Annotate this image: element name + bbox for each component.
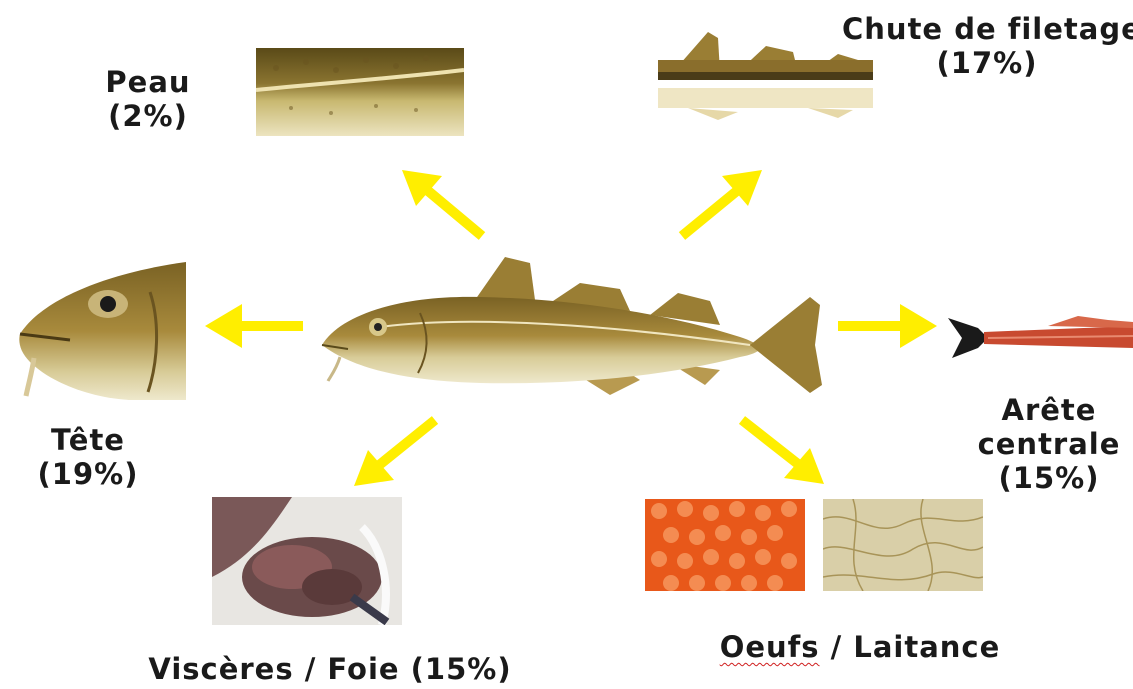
label-skin-name: Peau (98, 65, 198, 99)
label-backbone-line2: centrale (965, 427, 1133, 461)
label-skin: Peau (2%) (98, 65, 198, 133)
label-head-name: Tête (28, 423, 148, 457)
label-fillet-trimmings-name: Chute de filetage (842, 12, 1132, 46)
label-roe-word: Oeufs (720, 630, 820, 664)
label-milt-word: / Laitance (820, 630, 1001, 664)
label-skin-percent: (2%) (98, 99, 198, 133)
label-viscera: Viscères / Foie (15%) (130, 652, 530, 686)
label-backbone-line1: Arête (965, 393, 1133, 427)
label-head: Tête (19%) (28, 423, 148, 491)
label-fillet-trimmings-percent: (17%) (842, 46, 1132, 80)
label-head-percent: (19%) (28, 457, 148, 491)
label-backbone-percent: (15%) (965, 461, 1133, 495)
label-roe-milt: Oeufs / Laitance (700, 630, 1020, 664)
label-fillet-trimmings: Chute de filetage (17%) (842, 12, 1132, 80)
label-backbone: Arête centrale (15%) (965, 393, 1133, 495)
label-viscera-text: Viscères / Foie (15%) (148, 652, 511, 686)
